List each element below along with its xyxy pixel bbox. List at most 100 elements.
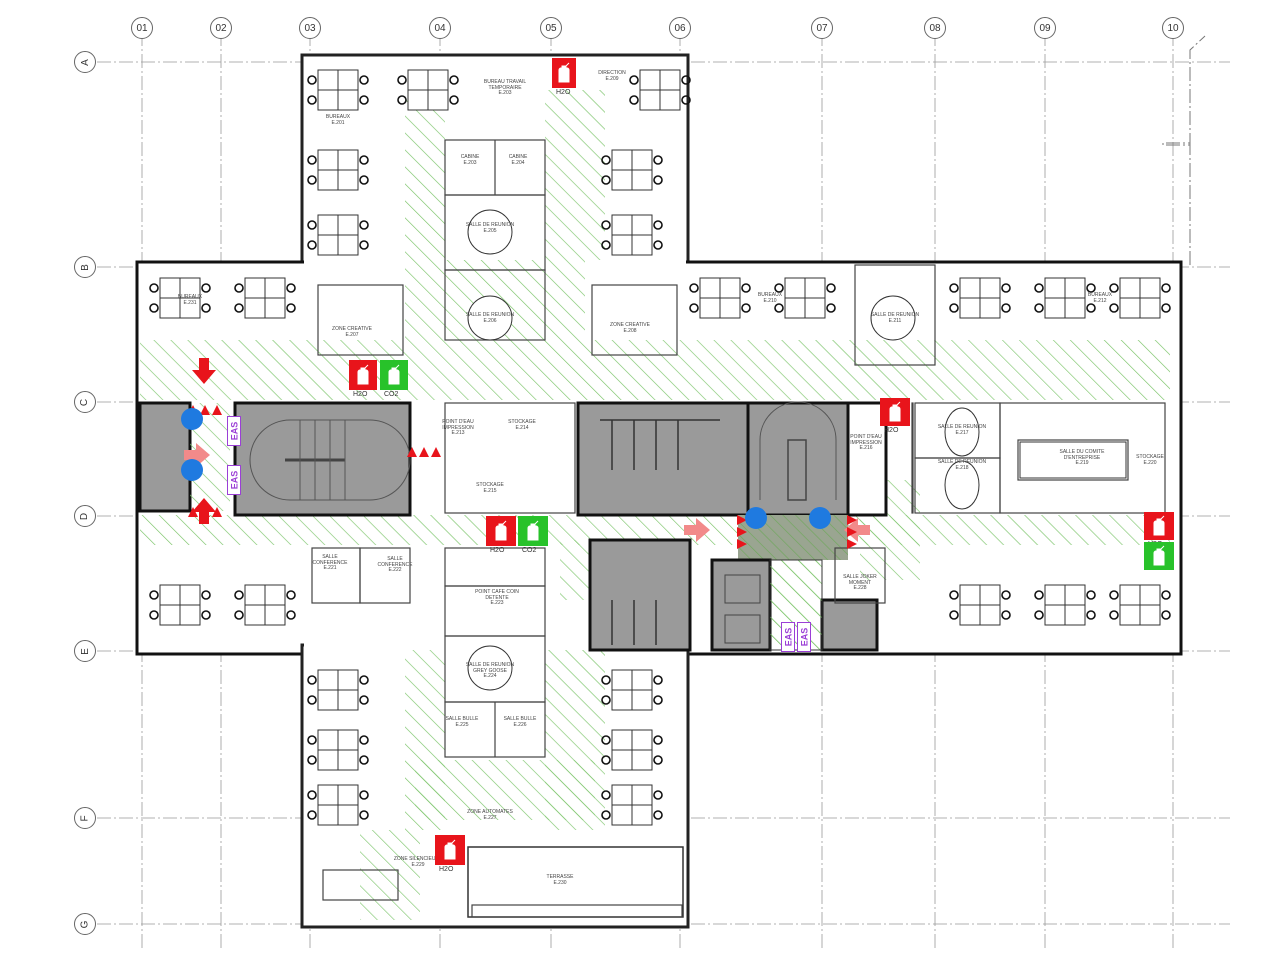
room-code: E.201: [331, 119, 345, 126]
grid-column-marker: 09: [1034, 17, 1056, 39]
eas-text: EAS: [229, 470, 240, 490]
extinguisher-caption: CO2: [522, 547, 537, 554]
meeting-tables: [467, 209, 1127, 691]
room-label: BureauxE.210: [745, 292, 795, 304]
room-name: Stockage: [1136, 454, 1164, 460]
room-name: Bureaux: [757, 292, 783, 298]
room-name: Stockage: [508, 419, 536, 425]
room-code: E.212: [1093, 297, 1107, 304]
grid-row-label: G: [79, 920, 91, 928]
grid-column-marker: 10: [1162, 17, 1184, 39]
room-code: E.214: [515, 424, 529, 431]
grid-column-marker: 04: [429, 17, 451, 39]
room-name: Bureau Travail Temporaire: [483, 79, 527, 91]
grid-row-label: A: [79, 58, 91, 66]
room-label: Zone SilencieuseE.229: [393, 856, 443, 868]
room-code: E.219: [1075, 460, 1089, 466]
room-label: Salle de ReunionE.205: [465, 222, 515, 234]
room-code: E.222: [388, 567, 402, 573]
room-label: TerrasseE.230: [535, 874, 585, 886]
room-code: E.227: [483, 814, 497, 821]
grid-row-marker: C: [74, 391, 96, 413]
room-label: CabineE.203: [445, 154, 495, 166]
room-label: Salle de ReunionE.218: [937, 459, 987, 471]
room-name: Point d'eau Impression: [442, 419, 474, 431]
grid-row-marker: E: [74, 640, 96, 662]
refuge-point-icon: [181, 459, 203, 481]
room-label: CabineE.204: [493, 154, 543, 166]
room-label: Zone CreativeE.208: [605, 322, 655, 334]
room-code: E.204: [511, 159, 525, 166]
room-code: E.203: [498, 90, 512, 96]
room-code: E.226: [513, 721, 527, 728]
room-name: Salle de Reunion: [465, 222, 515, 228]
room-name: Salle Bulle: [503, 716, 537, 722]
grid-column-label: 06: [674, 22, 686, 34]
room-label: Salle Joker MomentE.228: [835, 574, 885, 592]
room-label: Salle ConferenceE.221: [305, 554, 355, 572]
room-code: E.223: [490, 600, 504, 606]
service-cores: [138, 401, 888, 652]
grid-row-label: B: [79, 263, 91, 271]
room-code: E.215: [483, 487, 497, 494]
water-extinguisher-icon: [880, 398, 910, 426]
eas-label: EAS: [227, 416, 241, 446]
room-name: Bureaux: [325, 114, 351, 120]
eas-label: EAS: [227, 465, 241, 495]
room-label: BureauxE.231: [165, 294, 215, 306]
room-label: StockageE.220: [1125, 454, 1175, 466]
grid-row-label: E: [79, 647, 91, 655]
grid-column-label: 02: [215, 22, 227, 34]
refuge-point-icon: [745, 507, 767, 529]
room-name: Cabine: [460, 154, 480, 160]
eas-label: EAS: [781, 622, 795, 652]
room-code: E.231: [183, 299, 197, 306]
grid-column-label: 07: [816, 22, 828, 34]
room-label: Salle du Comite d'EntrepriseE.219: [1057, 449, 1107, 467]
extinguisher-caption: H2O: [490, 547, 505, 554]
room-code: E.224: [483, 673, 497, 679]
room-name: Salle Joker Moment: [843, 574, 877, 586]
room-name: Salle de Reunion: [465, 312, 515, 318]
extinguisher-caption: H2O: [439, 866, 454, 873]
room-name: Point Cafe Coin Detente: [475, 589, 519, 601]
room-code: E.228: [853, 585, 867, 591]
room-code: E.225: [455, 721, 469, 728]
room-label: StockageE.215: [465, 482, 515, 494]
room-name: Salle de Reunion: [870, 312, 920, 318]
room-code: E.209: [605, 75, 619, 82]
room-name: Stockage: [476, 482, 504, 488]
grid-row-marker: G: [74, 913, 96, 935]
grid-row-label: F: [79, 814, 91, 822]
grid-column-label: 10: [1167, 22, 1179, 34]
co2-extinguisher-icon: [1144, 542, 1174, 570]
room-code: E.207: [345, 331, 359, 338]
grid-column-label: 09: [1039, 22, 1051, 34]
room-name: Zone Automates: [467, 809, 513, 815]
room-label: Bureau Travail TemporaireE.203: [480, 79, 530, 97]
room-code: E.230: [553, 879, 567, 886]
grid-column-marker: 01: [131, 17, 153, 39]
extinguisher-caption: H2O: [884, 427, 899, 434]
circulation-hatching: [140, 90, 1170, 920]
grid-column-label: 03: [304, 22, 316, 34]
evacuation-arrow-right-icon: [184, 443, 210, 467]
grid-column-marker: 06: [669, 17, 691, 39]
room-name: Salle Bulle: [445, 716, 479, 722]
room-code: E.206: [483, 317, 497, 324]
eas-text: EAS: [799, 627, 810, 647]
interior-partitions: [311, 139, 1166, 918]
room-name: Point d'eau Impression: [850, 434, 882, 446]
room-code: E.210: [763, 297, 777, 304]
room-code: E.220: [1143, 459, 1157, 466]
room-label: Zone AutomatesE.227: [465, 809, 515, 821]
room-name: Zone Creative: [332, 326, 372, 332]
eas-label: EAS: [797, 622, 811, 652]
room-name: Direction: [598, 70, 626, 76]
room-name: Salle Conference: [377, 556, 413, 568]
room-name: Bureaux: [177, 294, 203, 300]
grid-column-marker: 08: [924, 17, 946, 39]
room-name: Zone Creative: [610, 322, 650, 328]
extinguisher-caption: H2O: [353, 391, 368, 398]
eas-text: EAS: [783, 627, 794, 647]
